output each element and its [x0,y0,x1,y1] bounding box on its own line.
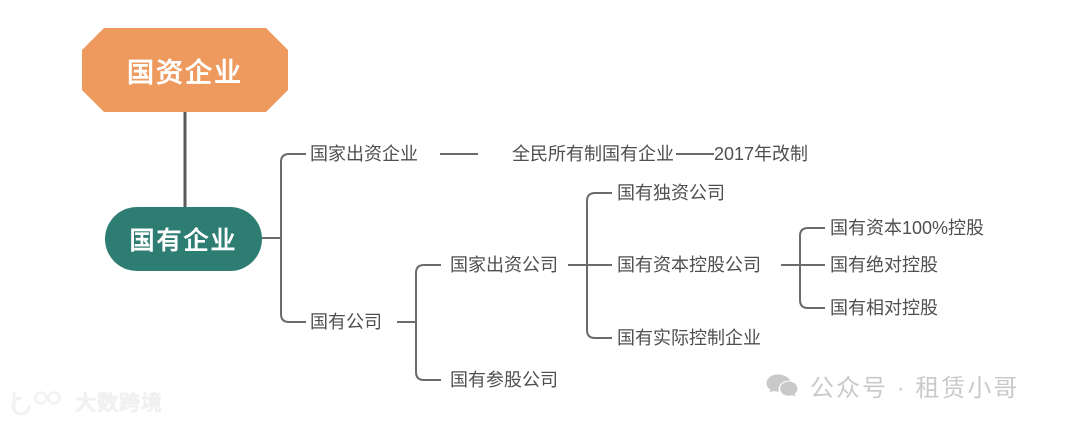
watermark-dashu-label: 大数跨境 [75,392,163,415]
node-state-owned-enterprise[interactable]: 国有企业 [105,207,262,271]
node-root-state-capital-enterprise[interactable]: 国资企业 [82,28,288,112]
leaf-wholly-state-owned-company[interactable]: 国有独资公司 [617,182,725,204]
leaf-state-funded-enterprise[interactable]: 国家出资企业 [310,143,418,165]
leaf-state-absolute-holding[interactable]: 国有绝对控股 [830,254,938,276]
leaf-state-minority-share-company[interactable]: 国有参股公司 [450,369,558,391]
leaf-state-funded-company[interactable]: 国家出资公司 [450,254,558,276]
leaf-state-funded-enterprise-label: 国家出资企业 [310,144,418,164]
leaf-state-capital-holding-company-label: 国有资本控股公司 [617,255,761,275]
watermark-wechat-account: 公众号 · 租赁小哥 [765,368,1019,403]
leaf-state-actually-controlled-enterprise-label: 国有实际控制企业 [617,328,761,348]
leaf-state-owned-company-label: 国有公司 [310,312,382,332]
leaf-whole-people-ownership-label: 全民所有制国有企业 [512,144,674,164]
leaf-state-funded-company-label: 国家出资公司 [450,255,558,275]
leaf-state-capital-100-percent-holding[interactable]: 国有资本100%控股 [830,217,984,239]
leaf-state-capital-100-percent-holding-label: 国有资本100%控股 [830,218,985,238]
leaf-2017-restructuring-label: 2017年改制 [714,144,809,164]
connector-bracket-state-company [415,264,441,381]
connector-bracket-holding-company [799,227,825,309]
leaf-state-relative-holding[interactable]: 国有相对控股 [830,297,938,319]
connector-bracket-funded-company [586,192,612,339]
leaf-whole-people-ownership[interactable]: 全民所有制国有企业 [512,143,674,165]
leaf-state-minority-share-company-label: 国有参股公司 [450,370,558,390]
leaf-state-actually-controlled-enterprise[interactable]: 国有实际控制企业 [617,327,761,349]
connector-bracket-level2 [280,153,306,323]
watermark-dashu: 大数跨境 [10,387,163,417]
leaf-state-capital-holding-company[interactable]: 国有资本控股公司 [617,254,761,276]
leaf-state-absolute-holding-label: 国有绝对控股 [830,255,938,275]
wechat-icon [766,374,798,397]
leaf-2017-restructuring[interactable]: 2017年改制 [714,143,808,165]
node-state-owned-enterprise-label: 国有企业 [129,227,238,255]
dashu-logo-icon [11,391,61,415]
leaf-wholly-state-owned-company-label: 国有独资公司 [617,183,725,203]
leaf-state-owned-company[interactable]: 国有公司 [310,311,382,333]
leaf-state-relative-holding-label: 国有相对控股 [830,298,938,318]
watermark-wechat-label: 公众号 · 租赁小哥 [810,375,1020,402]
node-root-label: 国资企业 [127,57,243,88]
